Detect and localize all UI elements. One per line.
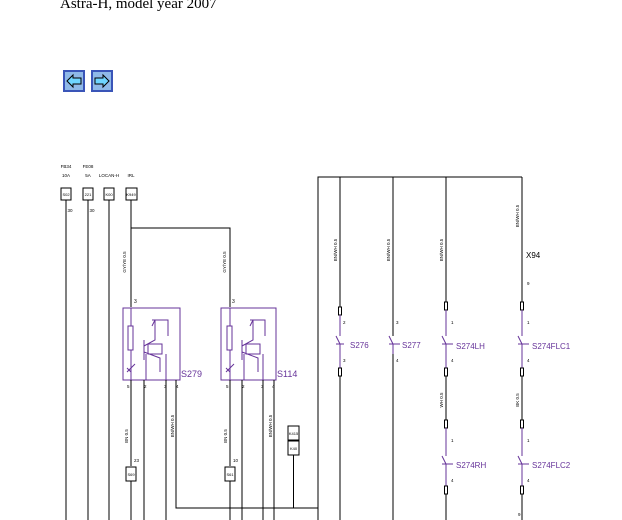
fuse-label: IRL <box>127 173 135 178</box>
pin-number: 1 <box>527 438 530 443</box>
wire-label: BN/WH 0.5 <box>439 238 444 261</box>
fuse-label: FB34 <box>61 164 72 169</box>
wire <box>175 380 318 509</box>
pin-number: 9 <box>527 281 530 286</box>
fuse-box-label: K00 <box>105 192 113 197</box>
transistor <box>241 319 266 372</box>
connector-label: K40 <box>290 446 298 451</box>
pin-number: 1 <box>527 320 530 325</box>
component-label: S274FLC2 <box>532 461 571 470</box>
arrow-right-icon <box>94 73 110 89</box>
fuse-feed-4: IRL K949 <box>125 173 138 307</box>
wire-number: 30 <box>89 208 95 213</box>
switch-s274flc2: 1 S274FLC2 4 9 <box>517 419 571 520</box>
connector-box <box>287 425 300 441</box>
fuse-label: FE08 <box>83 164 94 169</box>
pin-number: 2 <box>242 384 245 389</box>
module-outline <box>220 307 277 381</box>
pin-number: 4 <box>451 478 454 483</box>
connector-label: K415 <box>289 431 299 436</box>
pin-number: 5 <box>127 384 130 389</box>
connector-label: S61 <box>226 472 234 477</box>
component-label: S279 <box>181 369 202 379</box>
fuse-feed-3: LOCAN-H K00 <box>99 173 119 520</box>
wire-label: BN 0.5 <box>223 429 228 443</box>
switch-symbol <box>517 428 523 486</box>
switch-s276: BN/WH 0.5 2 S276 3 <box>333 177 369 520</box>
wire-label: GY/YE 0.5 <box>122 251 127 273</box>
fuse-box-label: 221 <box>85 192 92 197</box>
wire-label: GY/YE 0.5 <box>222 251 227 273</box>
connector-label: S69 <box>127 472 135 477</box>
pin-number: 2 <box>144 384 147 389</box>
fuse-box-label: S02 <box>62 192 70 197</box>
wire-label: BK 0.5 <box>515 393 520 407</box>
diode <box>225 363 235 373</box>
switch-s274flc1: BN/WH 0.5 X94 9 1 S274FLC1 4 BK 0.5 <box>515 177 571 420</box>
pin-number: 4 <box>527 358 530 363</box>
pin-number: 1 <box>451 320 454 325</box>
module-s279: GY/YE 0.5 3 S279 5 2 3 4 BN 0.5 BN/WH 0.… <box>122 251 318 520</box>
ground-connector: K415 K40 <box>287 425 300 508</box>
module-s114: GY/YE 0.5 3 S114 5 2 3 4 BN 0.5 BN/WH 0.… <box>220 251 297 520</box>
fuse-rating: 10A <box>62 173 70 178</box>
fuse-box-label: K949 <box>126 192 136 197</box>
pin-number: 3 <box>134 299 137 305</box>
transistor <box>143 319 169 372</box>
back-button[interactable] <box>63 70 85 92</box>
pin-number: 4 <box>527 478 530 483</box>
wire-label: BN/WH 0.5 <box>170 414 175 437</box>
pin-number: 5 <box>226 384 229 389</box>
pin-number: 1 <box>451 438 454 443</box>
main-bus <box>317 176 522 520</box>
switch-symbol <box>517 310 523 368</box>
pin-number: 10 <box>233 458 239 463</box>
wire-branch <box>131 227 231 307</box>
pin-number: 4 <box>176 384 179 389</box>
component-label: S277 <box>402 341 421 350</box>
resistor <box>127 325 134 351</box>
arrow-left-icon <box>66 73 82 89</box>
connector-label: X94 <box>526 251 541 260</box>
page-title: Astra-H, model year 2007 <box>60 0 217 12</box>
component-label: S274RH <box>456 461 486 470</box>
pin-number: 3 <box>396 320 399 325</box>
component-label: S276 <box>350 341 369 350</box>
switch-s274lh: BN/WH 0.5 1 S274LH 4 WH 0.5 <box>439 177 485 420</box>
pin-number: 2 <box>343 320 346 325</box>
switch-symbol <box>441 428 447 486</box>
pin-number: 3 <box>232 299 235 305</box>
wire-number: 30 <box>67 208 73 213</box>
pin-number: 9 <box>518 512 521 517</box>
wire-label: BN/WH 0.5 <box>515 204 520 227</box>
wire-label: WH 0.5 <box>439 392 444 408</box>
resistor <box>226 325 233 351</box>
switch-s277: BN/WH 0.5 3 S277 4 <box>386 177 421 520</box>
switch-symbol <box>441 310 447 368</box>
wire-label: BN/WH 0.5 <box>333 238 338 261</box>
wire-label: BN/WH 0.5 <box>268 414 273 437</box>
module-outline <box>122 307 181 381</box>
switch-symbol <box>388 335 394 354</box>
component-label: S274LH <box>456 342 485 351</box>
forward-button[interactable] <box>91 70 113 92</box>
diode <box>126 363 136 373</box>
component-label: S114 <box>277 369 297 379</box>
wire-label: BN 0.5 <box>124 429 129 443</box>
switch-symbol <box>335 315 341 368</box>
fuse-label: LOCAN-H <box>99 173 119 178</box>
pin-number: 3 <box>343 358 346 363</box>
fuse-feed-1: FB34 10A S02 30 <box>60 164 73 520</box>
pin-number: 4 <box>396 358 399 363</box>
wire-label: BN/WH 0.5 <box>386 238 391 261</box>
pin-number: 23 <box>134 458 140 463</box>
pin-number: 4 <box>451 358 454 363</box>
fuse-rating: 5A <box>85 173 91 178</box>
fuse-feed-2: FE08 5A 221 30 <box>82 164 95 520</box>
switch-s274rh: 1 S274RH 4 <box>441 419 486 520</box>
component-label: S274FLC1 <box>532 342 571 351</box>
